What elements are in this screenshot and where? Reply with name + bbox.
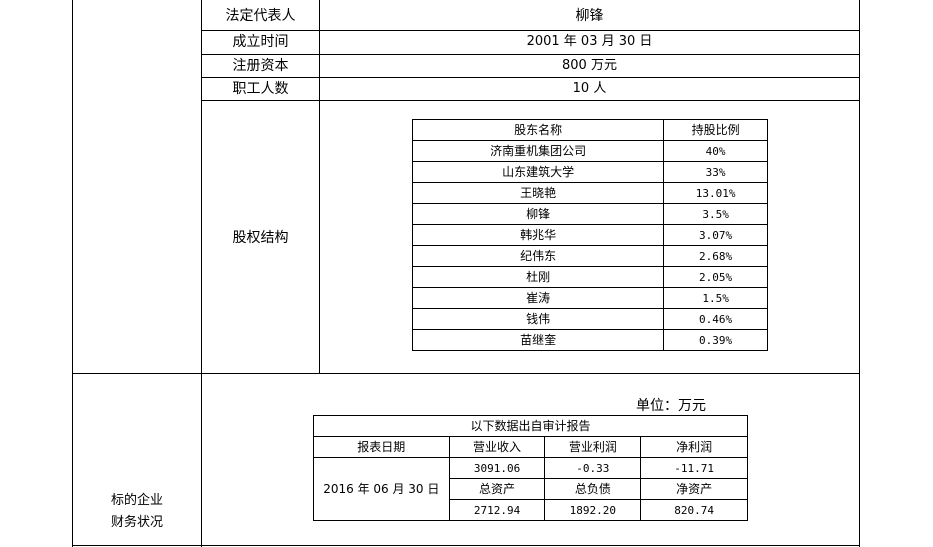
shareholding-ratio: 13.01% xyxy=(663,182,768,204)
employee-count-label: 职工人数 xyxy=(232,81,289,97)
shareholding-ratio: 2.05% xyxy=(663,266,768,288)
total-liabilities-value: 1892.20 xyxy=(544,499,642,521)
net-profit-value: -11.71 xyxy=(640,457,748,479)
established-date-value: 2001 年 03 月 30 日 xyxy=(526,34,653,49)
registered-capital-value: 800 万元 xyxy=(562,58,617,73)
net-profit-header: 净利润 xyxy=(640,436,748,458)
table-row: 2712.94 1892.20 820.74 xyxy=(314,499,748,521)
net-assets-value: 820.74 xyxy=(640,499,748,521)
finance-label-line2: 财务状况 xyxy=(110,515,163,530)
operating-profit-value: -0.33 xyxy=(544,457,642,479)
finance-label-line1: 标的企业 xyxy=(110,493,163,508)
row-line-4 xyxy=(201,100,860,101)
shareholder-name: 柳锋 xyxy=(411,203,665,225)
shareholding-ratio: 0.46% xyxy=(663,308,768,330)
legal-rep-label: 法定代表人 xyxy=(225,8,296,24)
table-row: 2016 年 06 月 30 日 3091.06 -0.33 -11.71 xyxy=(313,457,748,521)
employee-count-value: 10 人 xyxy=(572,81,607,96)
financial-table-title: 以下数据出自审计报告 xyxy=(313,415,748,437)
total-liabilities-header: 总负债 xyxy=(544,478,642,500)
financial-title-row: 以下数据出自审计报告 xyxy=(313,415,748,437)
shareholding-ratio: 33% xyxy=(663,161,768,183)
section-divider xyxy=(72,373,860,374)
row-line-2 xyxy=(201,54,860,55)
legal-rep-value: 柳锋 xyxy=(575,8,604,24)
operating-profit-header: 营业利润 xyxy=(544,436,642,458)
shareholding-ratio: 3.07% xyxy=(663,224,768,246)
shareholder-name: 王晓艳 xyxy=(411,182,665,204)
shareholder-name: 钱伟 xyxy=(411,308,665,330)
shareholding-ratio: 40% xyxy=(663,140,768,162)
label-column-divider xyxy=(201,0,202,547)
shareholder-name: 韩兆华 xyxy=(411,224,665,246)
financial-table: 以下数据出自审计报告 报表日期 营业收入 营业利润 净利润 2016 年 06 … xyxy=(313,415,748,521)
shareholding-ratio-header: 持股比例 xyxy=(663,119,768,141)
shareholder-name: 崔涛 xyxy=(411,287,665,309)
net-assets-header: 净资产 xyxy=(640,478,748,500)
established-date-label: 成立时间 xyxy=(232,34,289,50)
financial-header-row-2: 总资产 总负债 净资产 xyxy=(314,478,748,500)
equity-structure-label: 股权结构 xyxy=(232,230,289,246)
shareholder-name: 杜刚 xyxy=(411,266,665,288)
shareholder-name: 纪伟东 xyxy=(411,245,665,267)
outer-right-border xyxy=(859,0,860,547)
shareholder-name: 苗继奎 xyxy=(411,329,665,351)
outer-bottom-border xyxy=(72,545,860,546)
shareholder-name: 济南重机集团公司 xyxy=(411,140,665,162)
shareholding-ratio: 0.39% xyxy=(663,329,768,351)
shareholding-ratio: 2.68% xyxy=(663,245,768,267)
registered-capital-label: 注册资本 xyxy=(232,58,289,74)
revenue-value: 3091.06 xyxy=(448,457,546,479)
shareholding-ratio: 1.5% xyxy=(663,287,768,309)
shareholder-header-row: 股东名称 持股比例 xyxy=(411,119,768,141)
row-line-1 xyxy=(201,30,860,31)
revenue-header: 营业收入 xyxy=(448,436,546,458)
shareholding-ratio: 3.5% xyxy=(663,203,768,225)
total-assets-header: 总资产 xyxy=(448,478,546,500)
outer-left-border xyxy=(72,0,73,547)
value-column-divider xyxy=(319,0,320,373)
total-assets-value: 2712.94 xyxy=(448,499,546,521)
unit-label: 单位：万元 xyxy=(636,398,706,414)
report-date-header: 报表日期 xyxy=(313,436,450,458)
report-date-value: 2016 年 06 月 30 日 xyxy=(313,457,450,521)
shareholder-name-header: 股东名称 xyxy=(411,119,665,141)
row-line-3 xyxy=(201,77,860,78)
financial-header-row: 报表日期 营业收入 营业利润 净利润 xyxy=(313,436,748,458)
shareholder-name: 山东建筑大学 xyxy=(411,161,665,183)
